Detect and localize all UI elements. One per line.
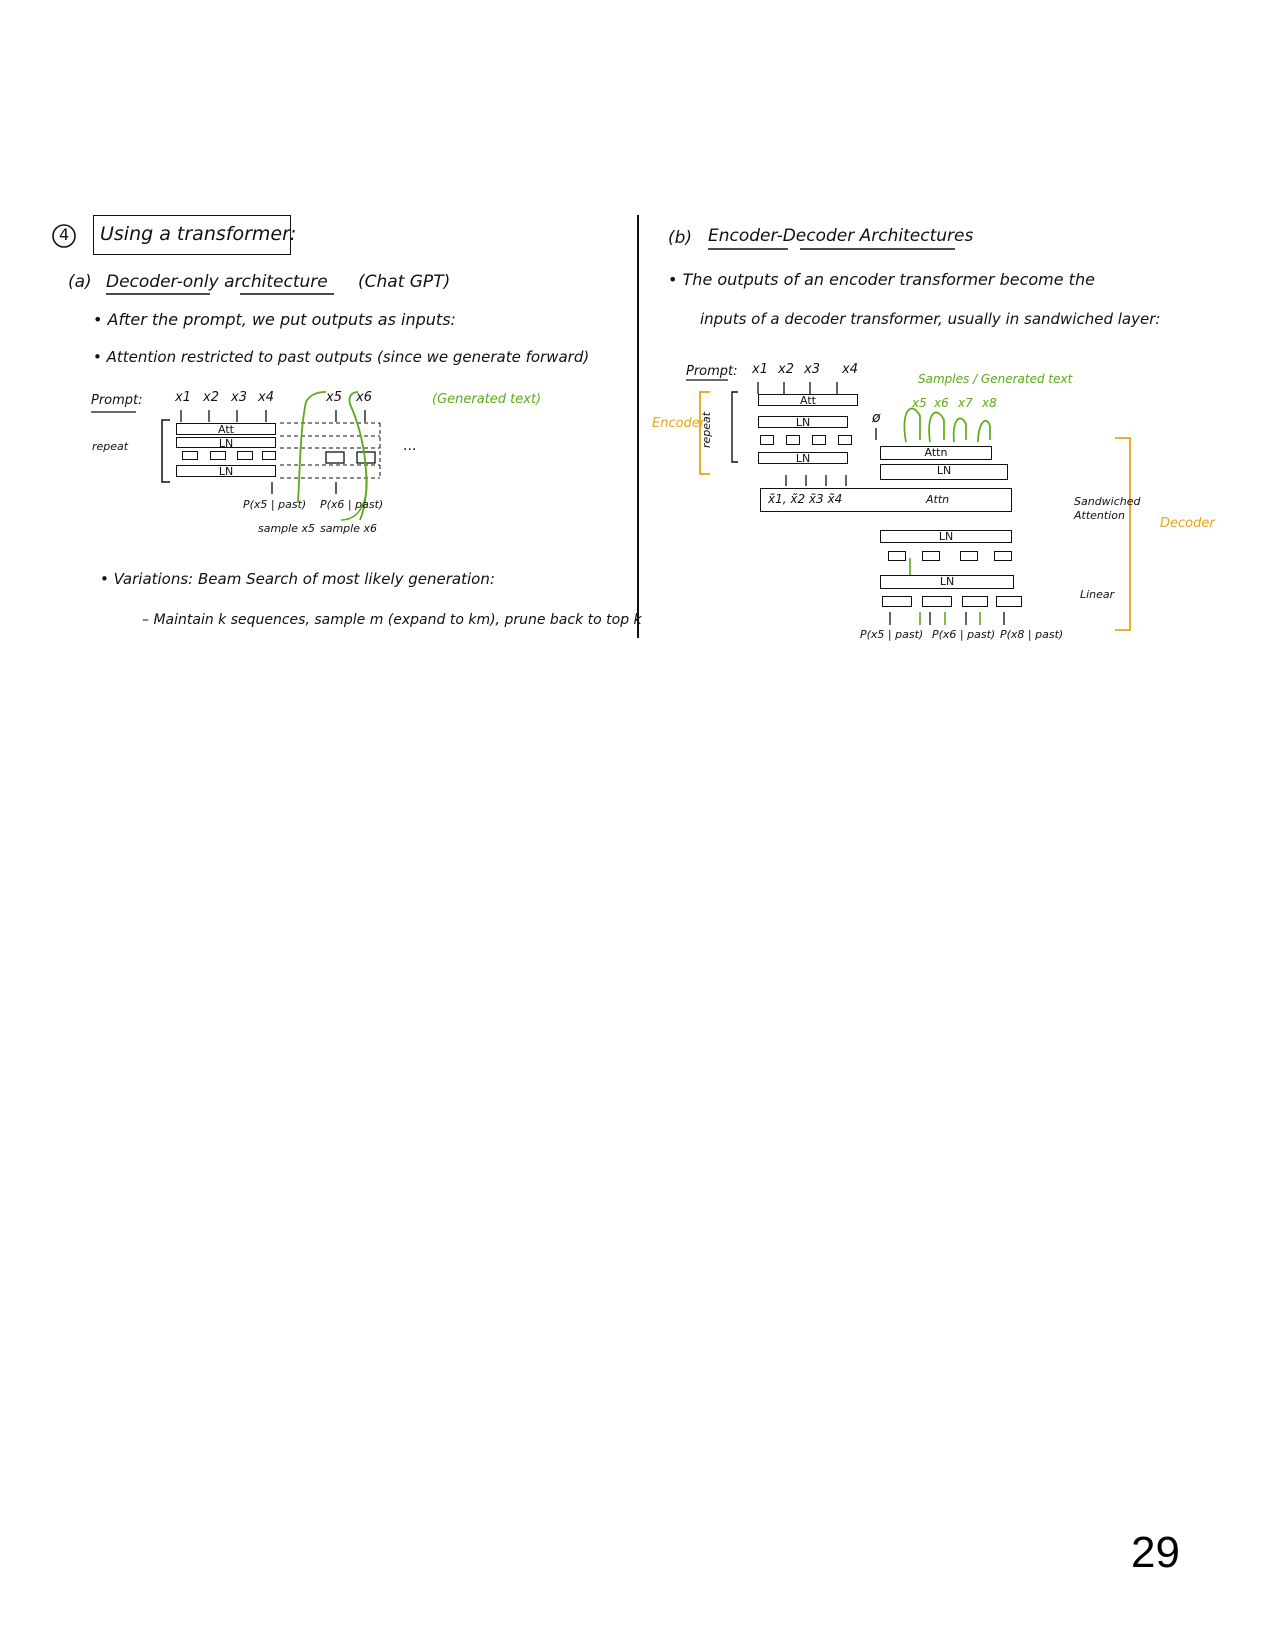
ff-block	[182, 451, 198, 460]
cross-attention-layer	[760, 488, 1012, 512]
attention-layer-label: Att	[218, 423, 234, 436]
repeat-label: repeat	[92, 440, 129, 453]
bullet-maintain-k: – Maintain k sequences, sample m (expand…	[142, 612, 642, 628]
ff-block	[237, 451, 253, 460]
decoder-layernorm: LN	[880, 530, 1012, 543]
prob-x5: P(x5 | past)	[243, 498, 307, 511]
encoder-attention-label: Att	[800, 394, 816, 407]
prompt-label: Prompt:	[686, 364, 738, 379]
decoder-layernorm-label: LN	[939, 575, 955, 588]
decoder-attention-layer: Attn	[880, 446, 992, 460]
decoder-only-heading: Decoder-only architecture	[106, 272, 328, 292]
prompt-token: x4	[258, 390, 274, 405]
section-title: Using a transformer:	[100, 223, 297, 245]
prob-x6: P(x6 | past)	[932, 628, 996, 641]
generated-token: x6	[356, 390, 372, 405]
ff-block	[210, 451, 226, 460]
prob-x8: P(x8 | past)	[1000, 628, 1064, 641]
ff-block	[760, 435, 774, 445]
prompt-token: x1	[175, 390, 191, 405]
linear-block	[996, 596, 1022, 607]
generated-token: x5	[912, 396, 927, 410]
subsection-label-a: (a)	[68, 272, 92, 292]
section-circle	[52, 224, 76, 248]
linear-block	[962, 596, 988, 607]
bullet-after-prompt: • After the prompt, we put outputs as in…	[93, 310, 456, 329]
decoder-label: Decoder	[1160, 516, 1215, 531]
encoder-layernorm-label: LN	[795, 416, 811, 429]
generated-token: x5	[326, 390, 342, 405]
ff-block	[262, 451, 276, 460]
prompt-token: x3	[804, 362, 820, 377]
sample-x5: sample x5	[258, 522, 315, 535]
generated-token: x7	[958, 396, 973, 410]
prompt-token: x3	[231, 390, 247, 405]
decoder-layernorm-label: LN	[936, 464, 952, 477]
layernorm-layer: LN	[176, 465, 276, 478]
prompt-label: Prompt:	[91, 393, 143, 408]
decoder-layernorm: LN	[880, 575, 1014, 589]
linear-block	[922, 596, 952, 607]
ff-block	[812, 435, 826, 445]
generated-text-note: (Generated text)	[432, 392, 542, 407]
repeat-label: repeat	[700, 411, 713, 448]
chatgpt-note: (Chat GPT)	[358, 272, 451, 292]
bullet-variations: • Variations: Beam Search of most likely…	[100, 570, 495, 588]
page-number: 29	[1131, 1528, 1180, 1577]
ff-block	[786, 435, 800, 445]
sample-x6: sample x6	[320, 522, 377, 535]
encoded-tokens: x̃1, x̃2 x̃3 x̃4	[768, 492, 843, 506]
encoder-decoder-heading: Encoder-Decoder Architectures	[708, 226, 974, 246]
prompt-token: x2	[778, 362, 794, 377]
encoder-layernorm: LN	[758, 416, 848, 429]
sandwiched-attention-label: Sandwiched Attention	[1074, 495, 1154, 523]
ellipsis: ...	[403, 438, 417, 454]
linear-label: Linear	[1080, 588, 1115, 601]
ff-block	[922, 551, 940, 561]
cross-attention-label: Attn	[926, 493, 950, 506]
linear-block	[882, 596, 912, 607]
bullet-outputs-encoder-cont: inputs of a decoder transformer, usually…	[700, 310, 1161, 328]
prob-x6: P(x6 | past)	[320, 498, 384, 511]
layernorm-layer-label: LN	[218, 465, 234, 478]
bullet-outputs-encoder: • The outputs of an encoder transformer …	[668, 270, 1095, 289]
layernorm-layer: LN	[176, 437, 276, 450]
ff-block	[838, 435, 852, 445]
decoder-layernorm-label: LN	[938, 530, 954, 543]
prob-x5: P(x5 | past)	[860, 628, 924, 641]
bullet-attention-restricted: • Attention restricted to past outputs (…	[93, 348, 590, 366]
encoder-layernorm: LN	[758, 452, 848, 465]
ff-block	[888, 551, 906, 561]
samples-generated-note: Samples / Generated text	[918, 372, 1073, 386]
generated-token: x8	[982, 396, 997, 410]
section-title-box	[93, 215, 291, 255]
section-number: 4	[59, 225, 70, 244]
ff-block	[994, 551, 1012, 561]
sandwiched-attention-text: Sandwiched Attention	[1074, 495, 1141, 522]
encoder-layernorm-label: LN	[795, 452, 811, 465]
subsection-label-b: (b)	[668, 228, 693, 248]
start-symbol: ø	[872, 410, 881, 426]
layernorm-layer-label: LN	[218, 437, 234, 450]
encoder-attention-layer: Att	[758, 394, 858, 407]
generated-token: x6	[934, 396, 949, 410]
prompt-token: x1	[752, 362, 768, 377]
decoder-layernorm: LN	[880, 464, 1008, 480]
prompt-token: x2	[203, 390, 219, 405]
attention-layer: Att	[176, 423, 276, 436]
ff-block	[960, 551, 978, 561]
decoder-attention-label: Attn	[924, 446, 948, 459]
encoder-label: Encoder	[652, 416, 706, 431]
prompt-token: x4	[842, 362, 858, 377]
